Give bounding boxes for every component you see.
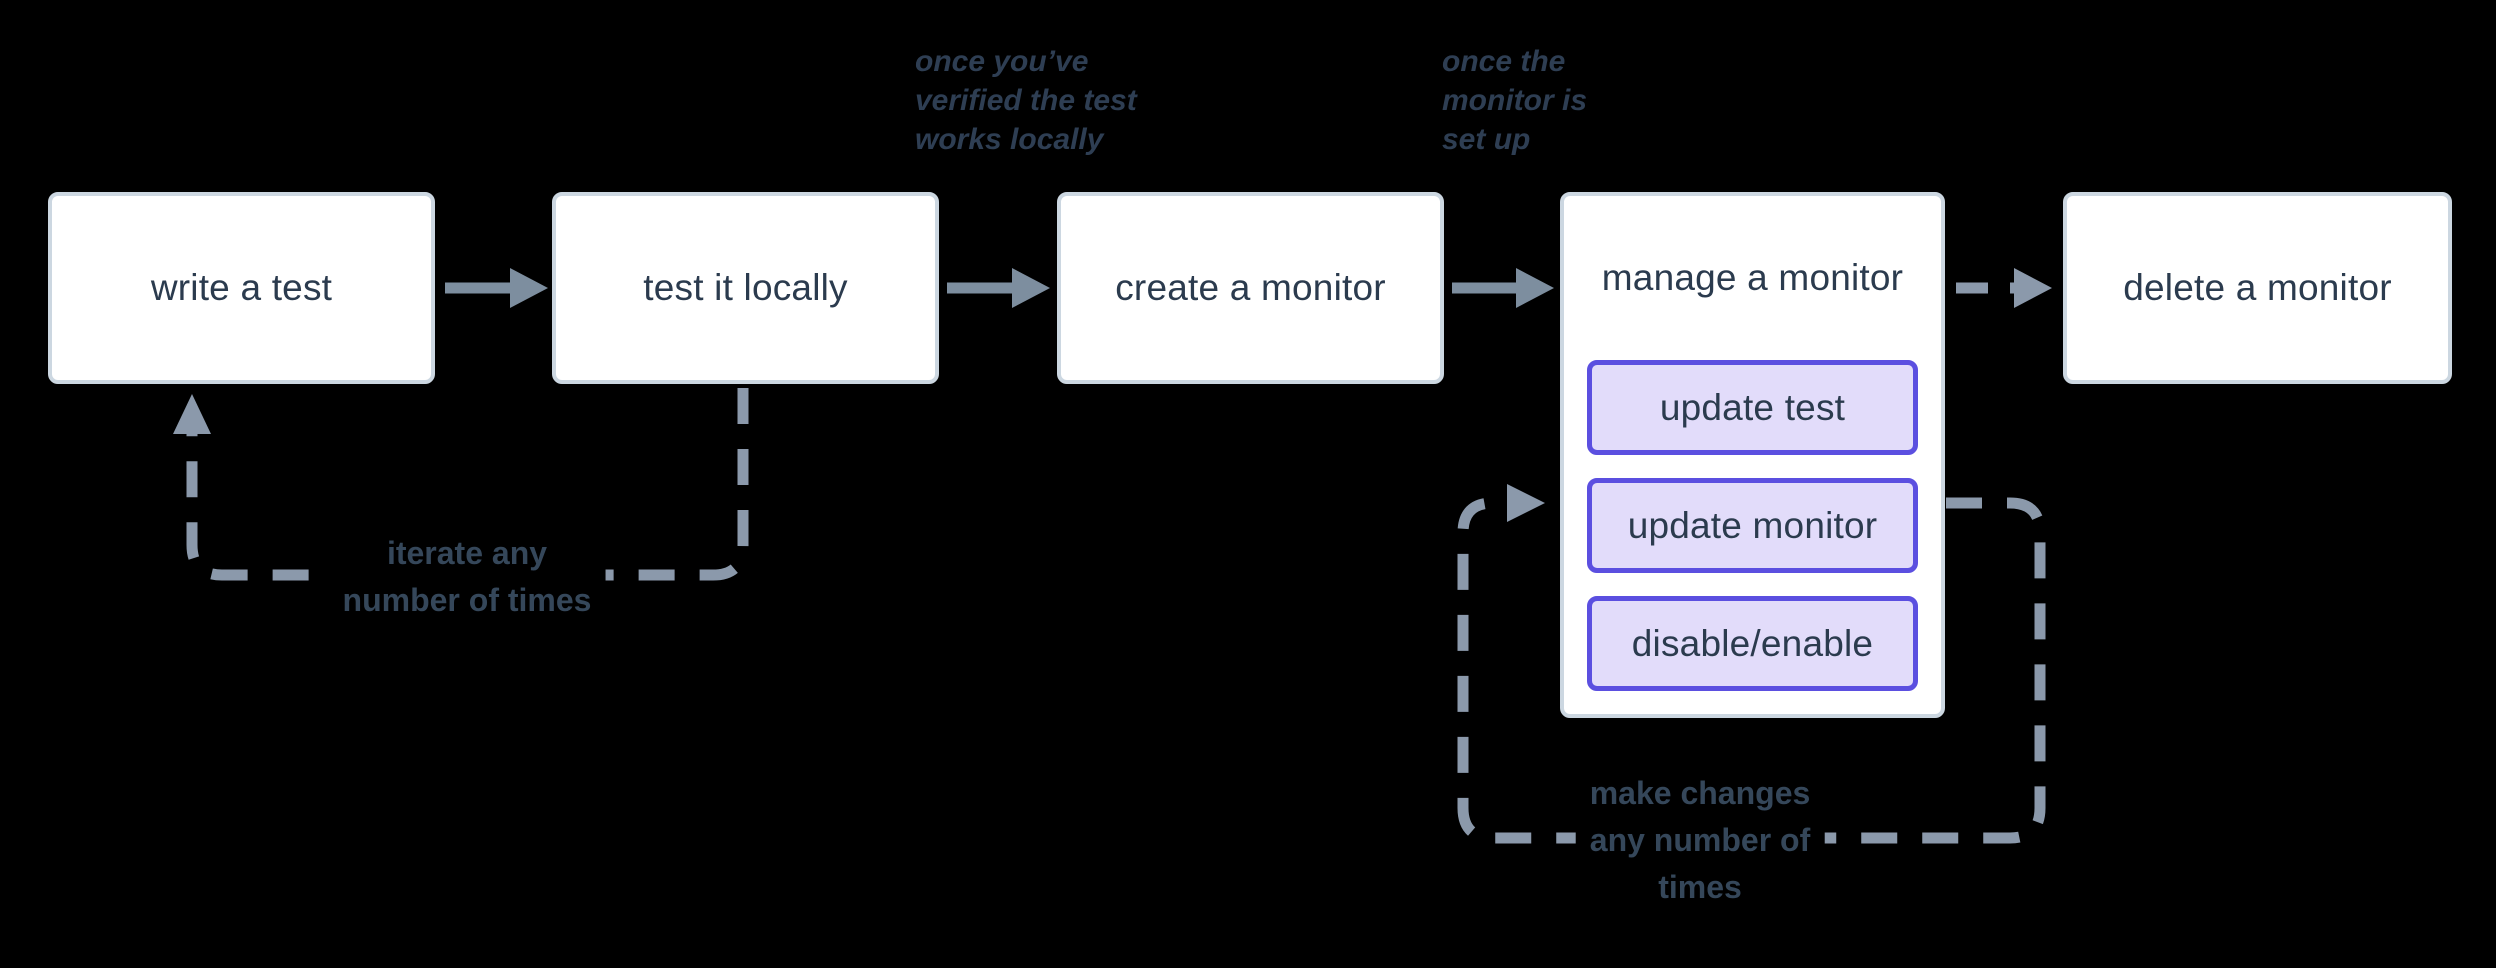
node-manage-a-monitor-label: manage a monitor — [1601, 257, 1904, 299]
sub-node-update-test-label: update test — [1659, 386, 1846, 428]
node-create-a-monitor-label: create a monitor — [1115, 267, 1386, 308]
node-delete-a-monitor-label: delete a monitor — [2123, 267, 2392, 308]
arrow-test-to-create — [947, 268, 1050, 308]
sub-node-update-monitor-label: update monitor — [1627, 504, 1878, 546]
arrow-write-to-test — [445, 268, 548, 308]
arrow-create-to-manage — [1452, 268, 1554, 308]
node-delete-a-monitor: delete a monitor — [2063, 192, 2452, 384]
annotation-once-verified: once you’ve verified the test works loca… — [915, 45, 1137, 156]
node-manage-a-monitor-title: manage a monitor — [1602, 196, 1903, 360]
loop-label-make-changes: make changes any number of times — [1575, 768, 1825, 913]
arrow-manage-to-delete — [1956, 268, 2052, 308]
node-test-it-locally: test it locally — [552, 192, 939, 384]
node-create-a-monitor: create a monitor — [1057, 192, 1444, 384]
sub-node-disable-enable: disable/enable — [1587, 596, 1918, 691]
node-write-a-test-label: write a test — [150, 267, 333, 308]
sub-node-disable-enable-label: disable/enable — [1631, 622, 1874, 664]
sub-node-update-test: update test — [1587, 360, 1918, 456]
loop-label-iterate: iterate any number of times — [328, 528, 606, 626]
sub-node-update-monitor: update monitor — [1587, 478, 1918, 574]
node-write-a-test: write a test — [48, 192, 435, 384]
node-manage-a-monitor: manage a monitor update test update moni… — [1560, 192, 1945, 718]
node-test-it-locally-label: test it locally — [643, 267, 848, 308]
annotation-once-set-up: once the monitor is set up — [1442, 45, 1588, 156]
